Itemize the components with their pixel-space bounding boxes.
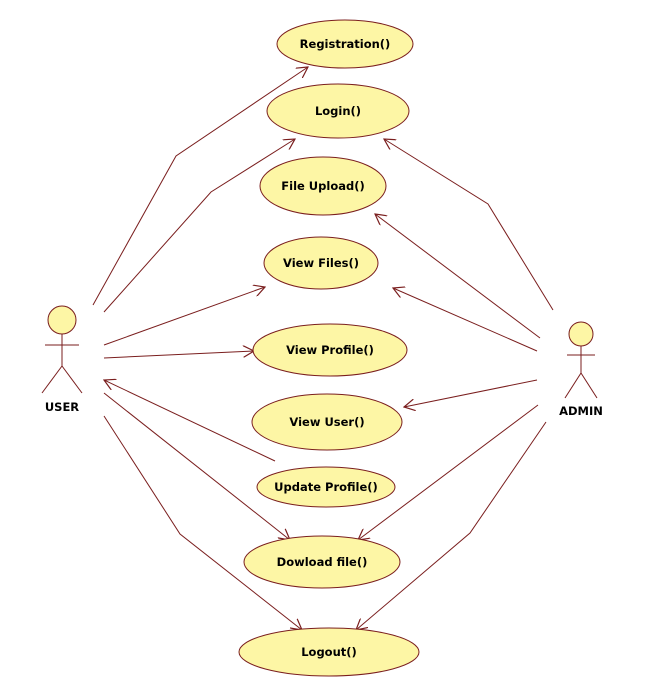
usecase-shape — [256, 466, 396, 508]
user-associations — [92, 67, 308, 630]
edge-admin-login — [384, 139, 554, 311]
edge-user-registration — [92, 67, 308, 306]
edge-admin-view-files — [393, 288, 538, 352]
usecase-label: View Profile() — [286, 343, 374, 357]
usecase-label: View Files() — [283, 256, 359, 270]
usecase-login[interactable]: Login() — [266, 83, 410, 139]
edge-user-logout — [103, 415, 302, 630]
usecase-shape — [259, 156, 387, 216]
edge-user-login — [103, 139, 295, 313]
actor-admin[interactable]: ADMIN — [559, 321, 603, 418]
usecase-shape — [251, 393, 403, 451]
edge-user-download-file — [103, 392, 290, 540]
usecase-logout[interactable]: Logout() — [238, 627, 420, 677]
actor-user[interactable]: USER — [41, 305, 83, 414]
usecase-file-upload[interactable]: File Upload() — [259, 156, 387, 216]
usecase-shape — [238, 627, 420, 677]
edge-user-view-files — [103, 287, 265, 346]
usecase-shape — [263, 236, 379, 290]
usecase-label: Logout() — [301, 645, 357, 659]
actor-label: USER — [45, 400, 79, 414]
usecase-shape — [243, 535, 401, 589]
usecase-registration[interactable]: Registration() — [276, 19, 414, 69]
usecase-update-profile[interactable]: Update Profile() — [256, 466, 396, 508]
usecase-download-file[interactable]: Dowload file() — [243, 535, 401, 589]
edge-user-view-profile — [103, 351, 254, 359]
usecase-label: Update Profile() — [274, 480, 378, 494]
admin-associations — [356, 139, 554, 630]
usecase-shape — [266, 83, 410, 139]
edge-admin-file-upload — [375, 214, 541, 339]
usecase-view-files[interactable]: View Files() — [263, 236, 379, 290]
usecase-view-user[interactable]: View User() — [251, 393, 403, 451]
usecase-label: Login() — [315, 104, 361, 118]
edge-admin-download-file — [358, 404, 539, 540]
usecase-label: Registration() — [300, 37, 391, 51]
usecase-label: View User() — [289, 415, 364, 429]
actor-label: ADMIN — [559, 404, 603, 418]
edge-admin-logout — [356, 421, 547, 630]
edge-admin-view-user — [404, 379, 538, 407]
usecase-shape — [276, 19, 414, 69]
edge-update-profile-user — [104, 380, 276, 462]
usecase-label: Dowload file() — [277, 555, 368, 569]
usecase-view-profile[interactable]: View Profile() — [252, 323, 408, 377]
usecase-label: File Upload() — [281, 179, 364, 193]
stick-figure-icon — [564, 321, 598, 399]
stick-figure-icon — [41, 305, 83, 394]
usecase-shape — [252, 323, 408, 377]
